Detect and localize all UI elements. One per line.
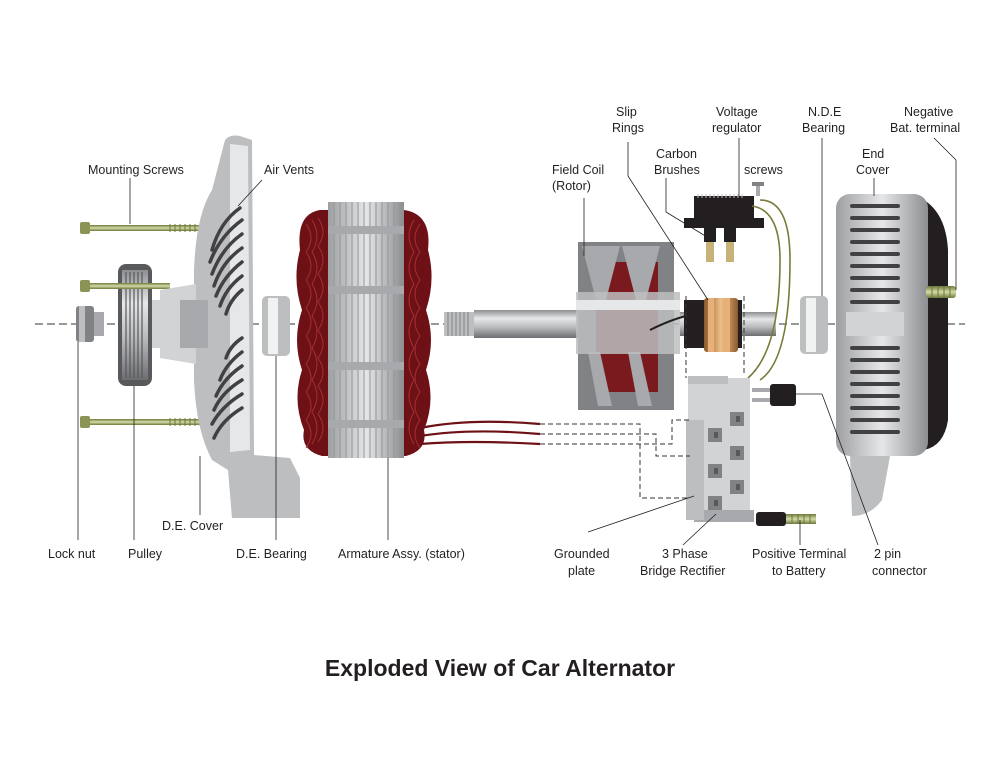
label-grounded-plate-line1: Grounded bbox=[554, 547, 610, 561]
de-cover bbox=[160, 135, 300, 518]
lock-nut bbox=[76, 306, 104, 342]
armature-stator bbox=[296, 202, 541, 458]
carbon-brushes bbox=[706, 242, 734, 262]
regulator-screws bbox=[752, 182, 764, 196]
label-positive-terminal-line1: Positive Terminal bbox=[752, 547, 846, 561]
label-field-coil-line1: Field Coil bbox=[552, 163, 604, 177]
label-voltage-regulator-line2: regulator bbox=[712, 121, 761, 135]
label-carbon-brushes-line1: Carbon bbox=[656, 147, 697, 161]
label-mounting-screws: Mounting Screws bbox=[88, 163, 184, 177]
label-carbon-brushes-line2: Brushes bbox=[654, 163, 700, 177]
label-pulley: Pulley bbox=[128, 547, 163, 561]
label-rectifier-line2: Bridge Rectifier bbox=[640, 564, 725, 578]
label-armature: Armature Assy. (stator) bbox=[338, 547, 465, 561]
regulator-wires bbox=[747, 199, 791, 381]
end-cover bbox=[836, 194, 948, 516]
label-air-vents: Air Vents bbox=[264, 163, 314, 177]
label-rectifier-line1: 3 Phase bbox=[662, 547, 708, 561]
negative-terminal bbox=[926, 286, 956, 298]
label-voltage-regulator-line1: Voltage bbox=[716, 105, 758, 119]
field-coil-rotor bbox=[576, 242, 687, 410]
label-nde-bearing-line1: N.D.E bbox=[808, 105, 841, 119]
diagram-title: Exploded View of Car Alternator bbox=[325, 655, 675, 681]
de-bearing bbox=[262, 296, 290, 356]
label-slip-rings-line1: Slip bbox=[616, 105, 637, 119]
voltage-regulator bbox=[684, 194, 764, 242]
label-slip-rings-line2: Rings bbox=[612, 121, 644, 135]
label-negative-terminal-line1: Negative bbox=[904, 105, 953, 119]
mounting-screw-middle bbox=[80, 280, 170, 292]
label-screws: screws bbox=[744, 163, 783, 177]
nde-bearing bbox=[800, 296, 828, 354]
label-negative-terminal-line2: Bat. terminal bbox=[890, 121, 960, 135]
label-nde-bearing-line2: Bearing bbox=[802, 121, 845, 135]
label-connector-line2: connector bbox=[872, 564, 927, 578]
label-end-cover-line2: Cover bbox=[856, 163, 889, 177]
label-grounded-plate-line2: plate bbox=[568, 564, 595, 578]
positive-terminal bbox=[756, 512, 816, 526]
leader-lines bbox=[77, 137, 957, 546]
label-positive-terminal-line2: to Battery bbox=[772, 564, 826, 578]
slip-rings bbox=[684, 298, 742, 352]
pulley bbox=[118, 264, 166, 386]
grounded-plate bbox=[686, 420, 704, 520]
label-field-coil-line2: (Rotor) bbox=[552, 179, 591, 193]
label-de-bearing: D.E. Bearing bbox=[236, 547, 307, 561]
two-pin-connector bbox=[752, 384, 796, 406]
label-lock-nut: Lock nut bbox=[48, 547, 96, 561]
label-end-cover-line1: End bbox=[862, 147, 884, 161]
assembly-guides bbox=[540, 296, 745, 499]
label-de-cover: D.E. Cover bbox=[162, 519, 223, 533]
label-connector-line1: 2 pin bbox=[874, 547, 901, 561]
